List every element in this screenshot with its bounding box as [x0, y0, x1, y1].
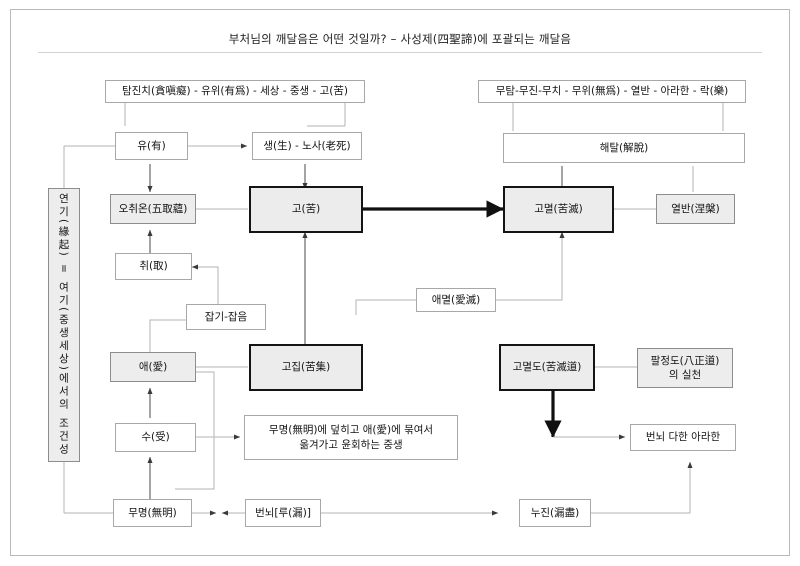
node-birth-aging-label: 생(生) - 노사(老死): [263, 139, 351, 152]
node-paticca-samuppada: 연기(緣起) = 여기(중생세상)에서의 조건성: [48, 188, 80, 462]
node-grasping-label: 잡기-잡음: [204, 310, 248, 323]
node-five-aggregates-label: 오취온(五取蘊): [118, 202, 188, 215]
node-dukkha-samudaya-label: 고집(苦集): [281, 361, 331, 374]
node-asava: 번뇌[루(漏)]: [245, 499, 321, 527]
node-eightfold-path-line2: 의 실천: [668, 369, 702, 381]
node-liberation: 해탈(解脫): [503, 133, 745, 163]
node-wandering-beings-line1: 무명(無明)에 덮히고 애(愛)에 묶여서: [268, 424, 434, 437]
title-divider: [38, 52, 762, 53]
node-dukkha-magga-label: 고멸도(苦滅道): [512, 361, 582, 374]
node-nirvana-chain-label: 무탐-무진-무치 - 무위(無爲) - 열반 - 아라한 - 락(樂): [495, 85, 729, 98]
node-vedana: 수(受): [115, 423, 196, 452]
node-vedana-label: 수(受): [141, 431, 170, 444]
node-wandering-beings-line2: 옮겨가고 윤회하는 중생: [299, 438, 403, 451]
node-dukkha-samudaya: 고집(苦集): [249, 344, 363, 391]
node-nibbana-label: 열반(涅槃): [671, 202, 720, 215]
node-dukkha: 고(苦): [249, 186, 363, 233]
node-tanha-label: 애(愛): [138, 360, 168, 373]
node-dukkha-label: 고(苦): [291, 203, 321, 216]
node-tanha-nirodha: 애멸(愛滅): [416, 288, 496, 312]
page-title: 부처님의 깨달음은 어떤 것일까? – 사성제(四聖諦)에 포괄되는 깨달음: [228, 32, 572, 46]
node-wandering-beings: 무명(無明)에 덮히고 애(愛)에 묶여서 옮겨가고 윤회하는 중생: [244, 415, 458, 460]
node-avijja: 무명(無明): [113, 499, 192, 527]
node-nibbana: 열반(涅槃): [656, 194, 735, 224]
node-asavakkhaya-label: 누진(漏盡): [530, 506, 580, 519]
node-samsara-chain: 탐진치(貪嗔癡) - 유위(有爲) - 세상 - 중생 - 고(苦): [105, 80, 365, 103]
node-five-aggregates: 오취온(五取蘊): [110, 194, 196, 224]
node-bhava-label: 유(有): [137, 139, 166, 152]
node-grasping: 잡기-잡음: [186, 304, 266, 330]
node-arahant: 번뇌 다한 아라한: [630, 424, 736, 451]
node-bhava: 유(有): [115, 132, 188, 160]
node-arahant-label: 번뇌 다한 아라한: [645, 431, 721, 444]
node-paticca-label: 연기(緣起) = 여기(중생세상)에서의 조건성: [57, 193, 70, 457]
node-dukkha-nirodha: 고멸(苦滅): [503, 186, 614, 233]
node-nirvana-chain: 무탐-무진-무치 - 무위(無爲) - 열반 - 아라한 - 락(樂): [478, 80, 746, 103]
node-birth-aging: 생(生) - 노사(老死): [252, 132, 362, 160]
node-asavakkhaya: 누진(漏盡): [519, 499, 591, 527]
node-tanha-nirodha-label: 애멸(愛滅): [431, 293, 481, 306]
node-eightfold-path-line1: 팔정도(八正道): [650, 354, 720, 367]
node-clinging-label: 취(取): [139, 260, 168, 273]
node-tanha: 애(愛): [110, 352, 196, 382]
node-dukkha-magga: 고멸도(苦滅道): [499, 344, 595, 391]
node-avijja-label: 무명(無明): [128, 506, 177, 519]
node-dukkha-nirodha-label: 고멸(苦滅): [534, 203, 583, 216]
node-asava-label: 번뇌[루(漏)]: [255, 506, 311, 519]
node-liberation-label: 해탈(解脫): [599, 141, 649, 154]
node-clinging: 취(取): [115, 253, 192, 280]
node-samsara-chain-label: 탐진치(貪嗔癡) - 유위(有爲) - 세상 - 중생 - 고(苦): [121, 85, 349, 98]
node-eightfold-path: 팔정도(八正道) 의 실천: [637, 348, 733, 388]
